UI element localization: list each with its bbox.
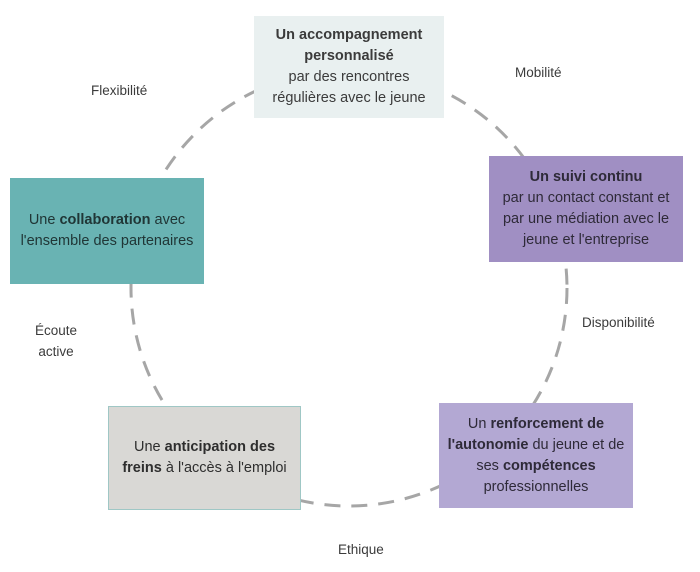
box-suivi-continu: Un suivi continu par un contact constant… bbox=[489, 156, 683, 262]
box-text-post: professionnelles bbox=[483, 478, 589, 495]
label-flexibilite: Flexibilité bbox=[91, 83, 148, 98]
box-text-pre: Une bbox=[28, 212, 60, 228]
box-text-mid: du jeune et de ses bbox=[476, 436, 625, 474]
box-text: par un contact constant et par une média… bbox=[502, 190, 670, 248]
box-text-post: à l'accès à l'emploi bbox=[161, 460, 287, 476]
box-text-pre: Une bbox=[133, 439, 165, 455]
box-collaboration: Une collaboration avec l'ensemble des pa… bbox=[10, 178, 204, 284]
label-ecoute-active: Écoute active bbox=[34, 323, 78, 359]
box-title: Un suivi continu bbox=[529, 169, 643, 185]
box-title: anticipation des freins bbox=[122, 439, 276, 476]
label-disponibilite: Disponibilité bbox=[582, 315, 655, 330]
box-title: Un accompagnement personnalisé bbox=[275, 27, 423, 64]
box-accompagnement-personnalise: Un accompagnement personnalisé par des r… bbox=[254, 16, 444, 118]
box-text: par des rencontres régulières avec le je… bbox=[272, 69, 426, 106]
box-title: collaboration bbox=[59, 212, 151, 228]
box-anticipation-freins: Une anticipation des freins à l'accès à … bbox=[108, 406, 301, 510]
label-mobilite: Mobilité bbox=[515, 65, 562, 80]
box-title-2: compétences bbox=[502, 457, 596, 474]
box-title: renforcement de l'autonomie bbox=[447, 415, 605, 453]
box-renforcement-autonomie: Un renforcement de l'autonomie du jeune … bbox=[439, 403, 633, 508]
box-text-pre: Un bbox=[467, 415, 491, 432]
label-ethique: Ethique bbox=[338, 542, 384, 557]
box-text-post: avec l'ensemble des partenaires bbox=[20, 212, 194, 249]
